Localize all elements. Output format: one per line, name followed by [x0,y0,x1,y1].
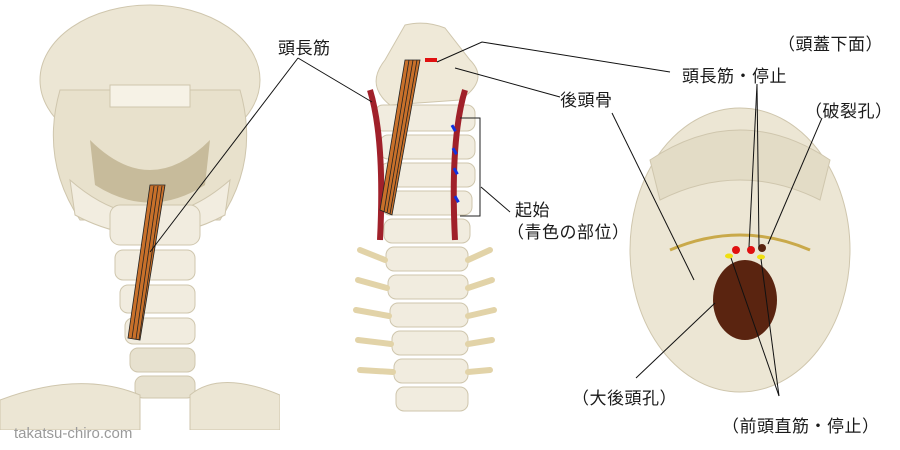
insertion-dot-right [747,246,755,254]
label-insertion: 頭長筋・停止 [682,67,787,87]
label-origin-line2: （青色の部位） [507,223,630,243]
label-longus-capitis: 頭長筋 [278,39,331,59]
label-origin: 起始 （青色の部位） [507,200,630,244]
label-foramen-lacerum: （破裂孔） [805,102,893,122]
cervical-spine-illustration [340,20,510,430]
insertion-dot-left [732,246,740,254]
origin-markers [450,124,460,203]
label-occipital-bone: 後頭骨 [560,91,613,111]
watermark: takatsu-chiro.com [14,425,133,442]
insertion-marker [425,58,437,62]
anterior-neck-illustration [0,0,281,431]
skull-base-illustration [620,100,860,400]
label-origin-line1: 起始 [515,201,550,221]
label-skull-base: （頭蓋下面） [778,35,883,55]
label-foramen-magnum: （大後頭孔） [572,389,677,409]
label-rectus-capitis-anterior: （前頭直筋・停止） [722,417,880,437]
